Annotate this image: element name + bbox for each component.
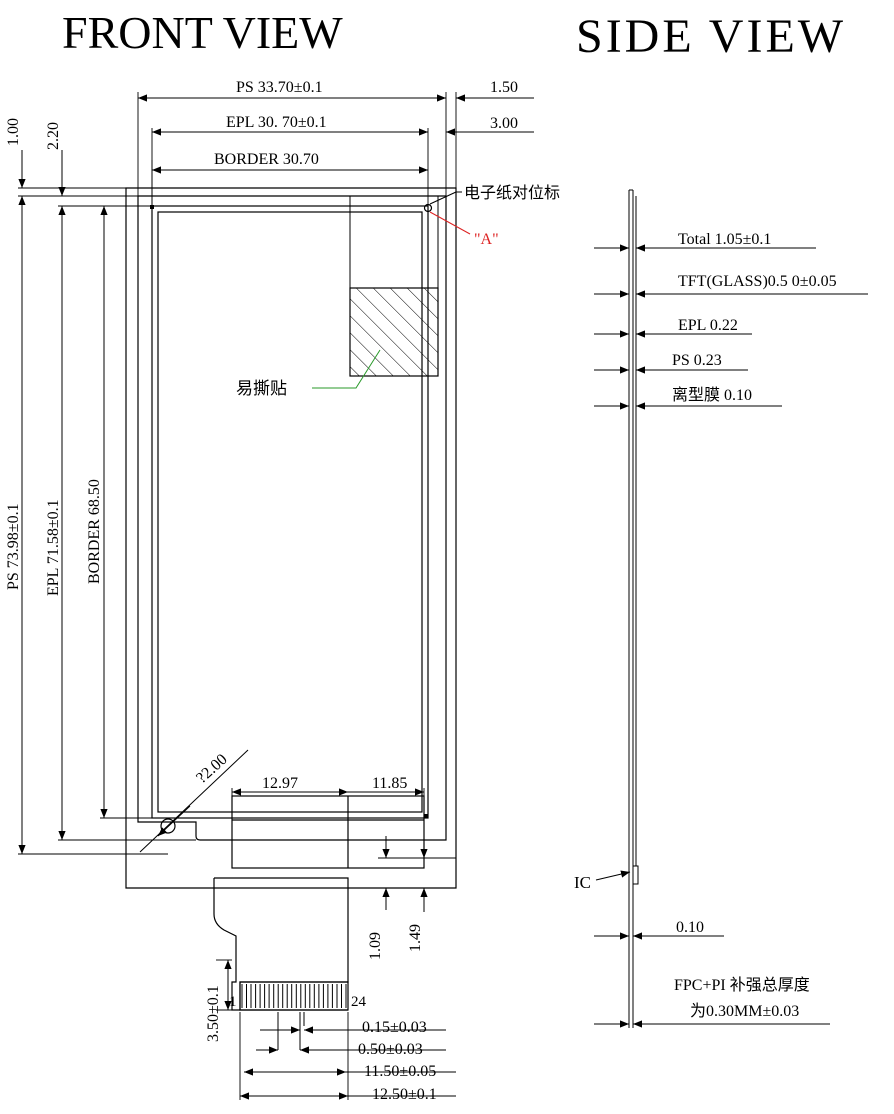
side-ic	[633, 865, 639, 885]
label-easy-peel: 易撕贴	[236, 379, 287, 398]
corner-hole	[160, 818, 176, 834]
label-right-gap-top: 1.50	[490, 79, 518, 96]
label-fpc-note-1: FPC+PI 补强总厚度	[674, 976, 810, 994]
label-bottom-a: 1.09	[367, 932, 384, 960]
side-view-dims	[594, 244, 868, 1028]
pin-first-label: 1	[229, 994, 237, 1010]
label-alignment-mark: 电子纸对位标	[464, 184, 560, 202]
extension-lines	[18, 92, 457, 1100]
side-view-profile	[595, 189, 639, 1028]
dimension-lines	[18, 94, 534, 1100]
label-width-2: 12.50±0.1	[372, 1086, 437, 1103]
label-epl-height: EPL 71.58±0.1	[45, 499, 62, 596]
label-ic-left: 12.97	[262, 775, 298, 792]
label-border-height: BORDER 68.50	[86, 479, 103, 584]
front-view-outlines	[125, 187, 457, 889]
label-top-gap-2: 2.20	[45, 122, 62, 150]
border-outline	[151, 205, 429, 819]
label-right-gap-mid: 3.00	[490, 115, 518, 132]
label-ic-right: 11.85	[372, 775, 407, 792]
label-epl-layer: EPL 0.22	[678, 317, 738, 334]
label-release: 离型膜 0.10	[672, 386, 752, 404]
label-border-width: BORDER 30.70	[214, 151, 319, 168]
pin-last-label: 24	[351, 994, 367, 1010]
label-width-1: 11.50±0.05	[364, 1063, 436, 1080]
label-tft: TFT(GLASS)0.5 0±0.05	[678, 273, 837, 290]
fpc-tail	[213, 877, 349, 1011]
label-ps-width: PS 33.70±0.1	[236, 79, 323, 96]
ic-bond-area	[231, 795, 425, 869]
label-ps-layer: PS 0.23	[672, 352, 722, 369]
connector-pins	[241, 984, 347, 1008]
label-fpc-len: 3.50±0.1	[205, 985, 222, 1042]
label-ic: IC	[574, 873, 591, 892]
alignment-mark-bottom	[424, 814, 428, 818]
label-ps-height: PS 73.98±0.1	[5, 503, 22, 590]
easy-peel-tab	[349, 195, 439, 377]
epl-outline	[137, 195, 447, 841]
label-mark-a: "A"	[474, 231, 499, 248]
alignment-mark-left	[150, 205, 154, 209]
side-view-title: SIDE VIEW	[576, 10, 846, 63]
label-fpc-thick: 0.10	[676, 919, 704, 936]
label-top-gap-1: 1.00	[5, 118, 22, 146]
front-view-title: FRONT VIEW	[62, 7, 343, 58]
label-total: Total 1.05±0.1	[678, 231, 771, 248]
leader-lines	[312, 191, 471, 389]
label-corner-radius: ?2.00	[193, 751, 230, 787]
label-fpc-note-2: 为0.30MM±0.03	[690, 1002, 799, 1020]
label-pitch-1: 0.15±0.03	[362, 1019, 427, 1036]
hatched-area	[349, 287, 439, 377]
label-epl-width: EPL 30. 70±0.1	[226, 114, 327, 131]
label-pitch-2: 0.50±0.03	[358, 1041, 423, 1058]
label-bottom-b: 1.49	[407, 924, 424, 952]
active-area-outline	[157, 211, 423, 813]
